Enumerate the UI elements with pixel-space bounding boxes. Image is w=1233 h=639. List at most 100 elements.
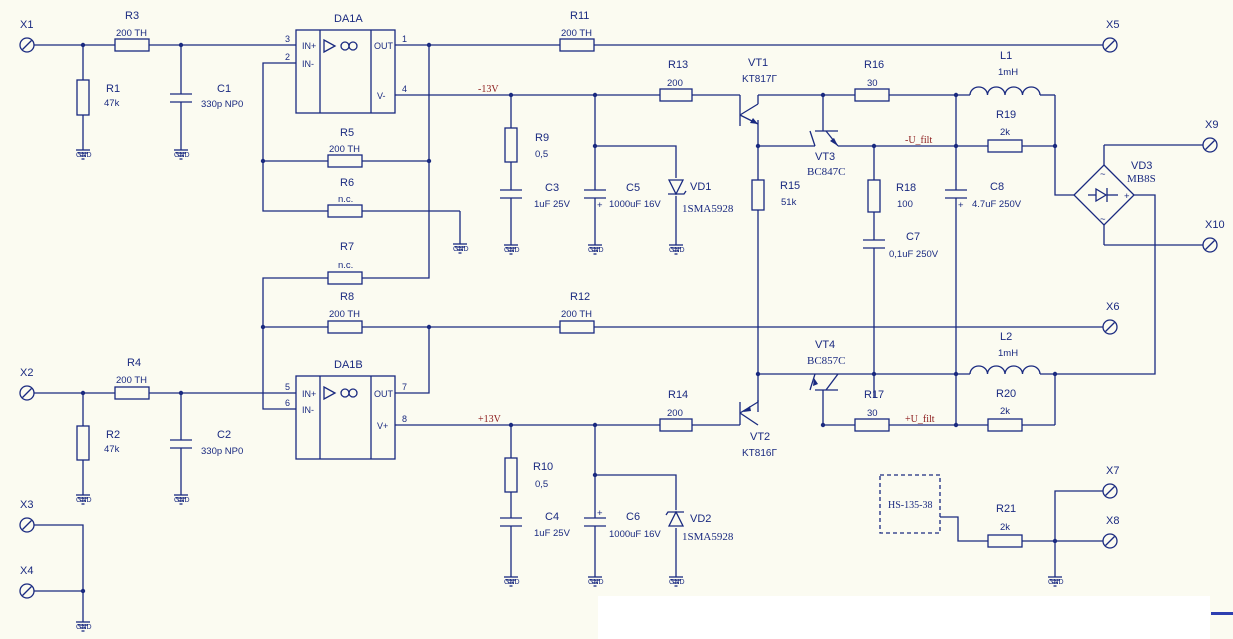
c1-value: 330p NP0: [201, 99, 243, 110]
da1a-supply: V-: [377, 91, 386, 101]
r7-value: n.c.: [338, 260, 353, 271]
resistor-r12: R12 200 TH: [559, 291, 595, 334]
vt3-ref: VT3: [815, 151, 835, 163]
r2-ref: R2: [106, 429, 120, 441]
connector-x8: X8: [1102, 515, 1119, 549]
terminal-icon: [1102, 37, 1118, 53]
terminal-icon: [19, 517, 35, 533]
r1-value: 47k: [104, 98, 120, 109]
resistor-r17: R17 30: [854, 389, 890, 432]
connector-x1: X1: [19, 19, 35, 53]
vd1-value: 1SMA5928: [682, 203, 734, 215]
vt1-ref: VT1: [748, 57, 768, 69]
net-pos-filt: +U_filt: [905, 414, 935, 425]
wires: [34, 44, 1203, 612]
resistor-r21: R21 2k: [987, 503, 1023, 548]
connector-x2: X2: [19, 367, 35, 401]
resistor-r7: R7 n.c.: [327, 241, 363, 285]
resistor-r13: R13 200: [659, 59, 693, 102]
r15-ref: R15: [780, 180, 800, 192]
capacitor-c4: C4 1uF 25V: [500, 511, 571, 539]
capacitor-c5: + C5 1000uF 16V: [584, 182, 661, 211]
da1b-pin5: 5: [285, 382, 290, 392]
r9-ref: R9: [535, 132, 549, 144]
r10-ref: R10: [533, 461, 553, 473]
da1a-in-plus: IN+: [302, 41, 316, 51]
c3-value: 1uF 25V: [534, 199, 571, 210]
r16-value: 30: [867, 78, 878, 89]
vd1-ref: VD1: [690, 181, 711, 193]
resistor-r2: R2 47k: [76, 425, 120, 461]
r4-value: 200 TH: [116, 375, 147, 386]
capacitor-c8: + C8 4.7uF 250V: [945, 181, 1022, 211]
connector-label: X9: [1205, 119, 1218, 131]
resistor-r10: R10 0,5: [504, 457, 553, 493]
vd2-ref: VD2: [690, 513, 711, 525]
opamp-da1a: DA1A IN+ IN- OUT V- 3 2 1 4: [285, 13, 407, 114]
inductor-l2: L2 1mH: [969, 331, 1041, 375]
l1-ref: L1: [1000, 50, 1012, 62]
r20-value: 2k: [1000, 406, 1010, 417]
c4-ref: C4: [545, 511, 559, 523]
da1b-in-plus: IN+: [302, 389, 316, 399]
da1b-ref: DA1B: [334, 359, 363, 371]
connector-label: X5: [1106, 19, 1119, 31]
c5-ref: C5: [626, 182, 640, 194]
r6-value: n.c.: [338, 194, 353, 205]
terminal-icon: [19, 385, 35, 401]
transistor-vt1: VT1 KT817Г: [739, 57, 777, 126]
c3-ref: C3: [545, 182, 559, 194]
r12-ref: R12: [570, 291, 590, 303]
connector-x3: X3: [19, 499, 35, 533]
r2-value: 47k: [104, 444, 120, 455]
gnd-label: GND: [504, 247, 520, 254]
terminal-icon: [1102, 483, 1118, 499]
r20-ref: R20: [996, 388, 1016, 400]
r8-value: 200 TH: [329, 309, 360, 320]
r12-value: 200 TH: [561, 309, 592, 320]
transistor-vt4: VT4 BC857C: [807, 339, 846, 400]
da1a-out: OUT: [374, 41, 394, 51]
transistor-vt2: VT2 KT816Г: [739, 374, 777, 459]
gnd-label: GND: [76, 152, 92, 159]
r3-value: 200 TH: [116, 28, 147, 39]
da1b-in-minus: IN-: [302, 405, 314, 415]
terminal-icon: [19, 583, 35, 599]
thermistor-label: HS-135-38: [888, 500, 932, 511]
bridge-vd3: ~ ~ + VD3 MB8S: [1073, 145, 1156, 245]
resistor-r16: R16 30: [854, 59, 890, 102]
c7-value: 0,1uF 250V: [889, 249, 939, 260]
opamp-da1b: DA1B IN+ IN- OUT V+ 5 6 7 8: [285, 359, 407, 460]
da1a-pin2: 2: [285, 52, 290, 62]
connector-label: X10: [1205, 219, 1225, 231]
r19-ref: R19: [996, 109, 1016, 121]
r21-value: 2k: [1000, 522, 1010, 533]
resistor-r5: R5 200 TH: [327, 127, 363, 168]
da1a-pin4: 4: [402, 84, 407, 94]
connector-x9: X9: [1202, 119, 1218, 153]
capacitor-c1: C1 330p NP0: [170, 83, 243, 110]
connector-x4: X4: [19, 565, 35, 599]
r13-value: 200: [667, 78, 683, 89]
r15-value: 51k: [781, 197, 797, 208]
r10-value: 0,5: [535, 479, 548, 490]
scroll-indicator: [1211, 612, 1233, 615]
connector-x5: X5: [1102, 19, 1119, 53]
r21-ref: R21: [996, 503, 1016, 515]
resistor-r9: R9 0,5: [504, 127, 549, 163]
net-neg-filt: -U_filt: [905, 135, 932, 146]
r18-ref: R18: [896, 182, 916, 194]
resistor-r19: R19 2k: [987, 109, 1023, 153]
capacitor-c6: + C6 1000uF 16V: [584, 508, 661, 540]
c2-value: 330p NP0: [201, 446, 243, 457]
da1a-in-minus: IN-: [302, 59, 314, 69]
da1a-pin1: 1: [402, 34, 407, 44]
connector-x6: X6: [1102, 301, 1119, 335]
connector-label: X4: [20, 565, 33, 577]
capacitor-c7: C7 0,1uF 250V: [863, 231, 939, 260]
da1b-pin7: 7: [402, 382, 407, 392]
resistor-r6: R6 n.c.: [327, 177, 363, 218]
svg-text:+: +: [1124, 191, 1130, 202]
